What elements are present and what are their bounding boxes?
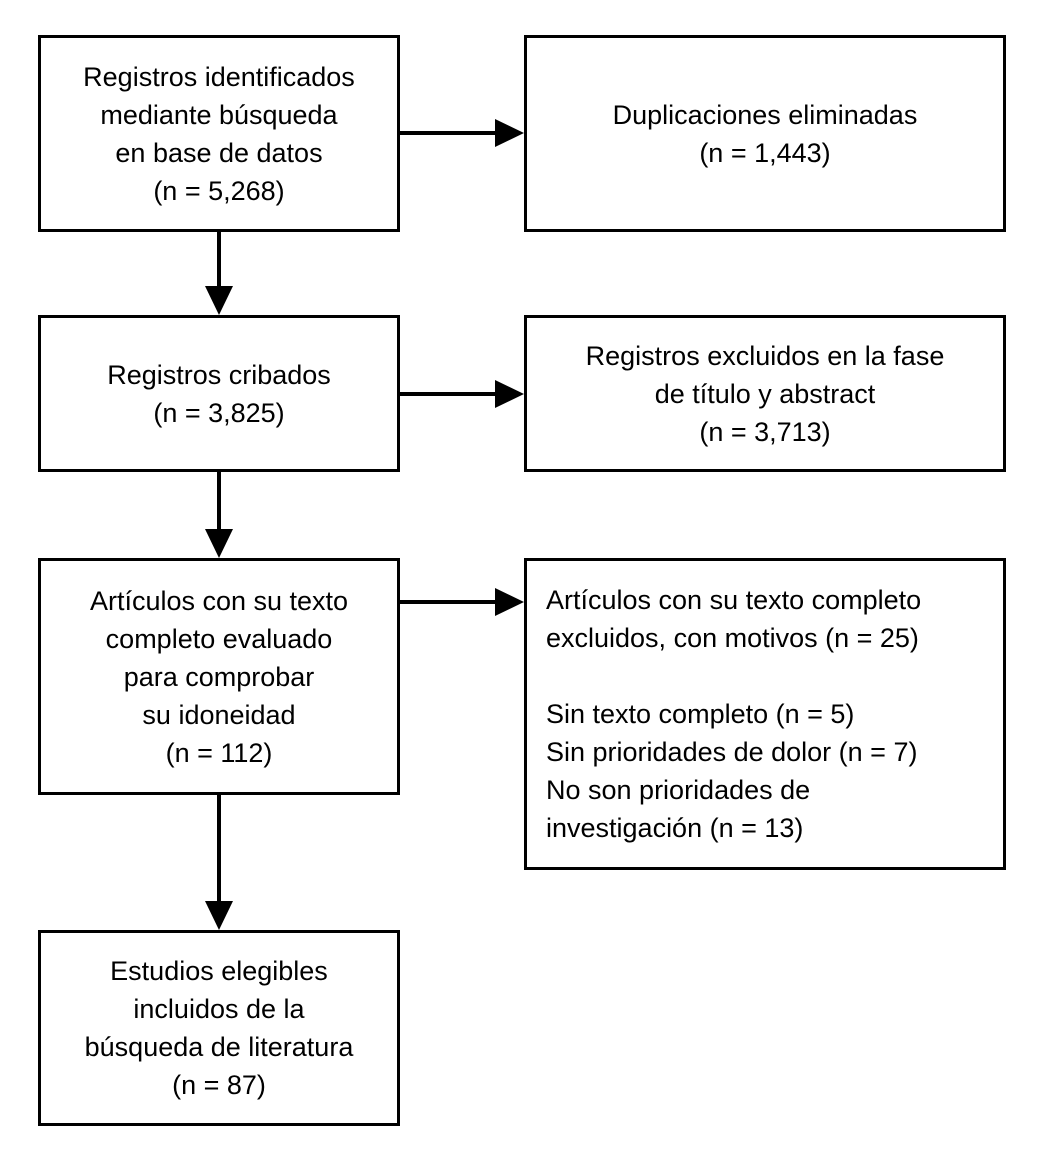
box-fulltext-assessed: Artículos con su texto completo evaluado… xyxy=(38,558,400,795)
box-records-screened: Registros cribados (n = 3,825) xyxy=(38,315,400,472)
box-fulltext-excluded: Artículos con su texto completo excluido… xyxy=(524,558,1006,870)
arrow-screened-to-excluded xyxy=(400,380,524,408)
arrow-screened-to-fulltext xyxy=(205,472,233,558)
box-fulltext-assessed-text: Artículos con su texto completo evaluado… xyxy=(89,585,349,768)
arrow-identified-to-duplicates xyxy=(400,119,524,147)
box-records-identified: Registros identificados mediante búsqued… xyxy=(38,35,400,232)
box-studies-included: Estudios elegibles incluidos de la búsqu… xyxy=(38,930,400,1126)
box-records-identified-text: Registros identificados mediante búsqued… xyxy=(83,61,355,206)
box-records-excluded-title-abstract-text: Registros excluidos en la fase de título… xyxy=(585,340,945,447)
box-fulltext-excluded-text: Artículos con su texto completo excluido… xyxy=(546,585,922,843)
arrow-identified-to-screened xyxy=(205,232,233,315)
box-studies-included-text: Estudios elegibles incluidos de la búsqu… xyxy=(84,956,354,1100)
box-duplicates-removed-text: Duplicaciones eliminadas (n = 1,443) xyxy=(612,99,918,168)
box-duplicates-removed: Duplicaciones eliminadas (n = 1,443) xyxy=(524,35,1006,232)
box-records-excluded-title-abstract: Registros excluidos en la fase de título… xyxy=(524,315,1006,472)
arrow-fulltext-to-included xyxy=(205,795,233,930)
box-records-screened-text: Registros cribados (n = 3,825) xyxy=(107,359,331,428)
arrow-fulltext-to-excluded xyxy=(400,588,524,616)
